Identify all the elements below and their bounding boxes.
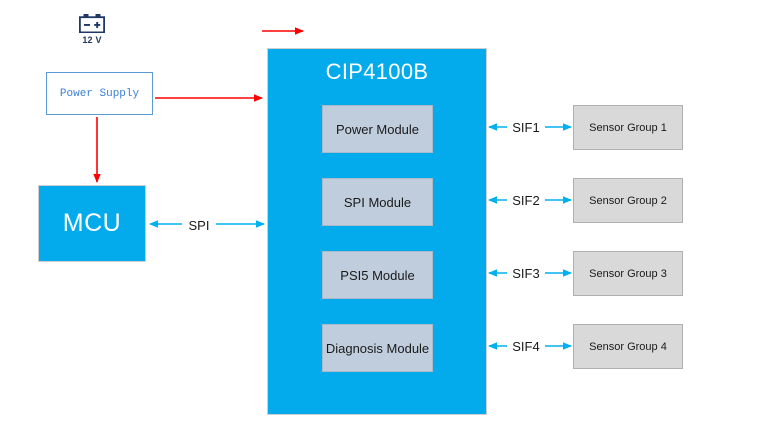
sensor-group-3-box[interactable]: Sensor Group 3 xyxy=(573,251,683,296)
spi-connector-label: SPI xyxy=(184,218,214,233)
module-diagnosis[interactable]: Diagnosis Module xyxy=(322,324,433,372)
mcu-label: MCU xyxy=(62,209,122,237)
battery-voltage-label: 12 V xyxy=(82,35,102,45)
module-power[interactable]: Power Module xyxy=(322,105,433,153)
power-supply-label: Power Supply xyxy=(59,87,140,100)
sif1-connector-label: SIF1 xyxy=(509,120,543,135)
sif2-connector-label: SIF2 xyxy=(509,193,543,208)
mcu-box[interactable]: MCU xyxy=(38,185,146,262)
sif3-connector-label: SIF3 xyxy=(509,266,543,281)
module-psi5[interactable]: PSI5 Module xyxy=(322,251,433,299)
cip4100b-block[interactable]: CIP4100B Power Module SPI Module PSI5 Mo… xyxy=(267,48,487,415)
module-spi[interactable]: SPI Module xyxy=(322,178,433,226)
power-supply-box[interactable]: Power Supply xyxy=(46,72,153,115)
sensor-group-1-box[interactable]: Sensor Group 1 xyxy=(573,105,683,150)
sensor-group-4-box[interactable]: Sensor Group 4 xyxy=(573,324,683,369)
car-battery-icon xyxy=(79,14,105,33)
cip4100b-title: CIP4100B xyxy=(325,59,429,84)
sif4-connector-label: SIF4 xyxy=(509,339,543,354)
sensor-group-2-box[interactable]: Sensor Group 2 xyxy=(573,178,683,223)
